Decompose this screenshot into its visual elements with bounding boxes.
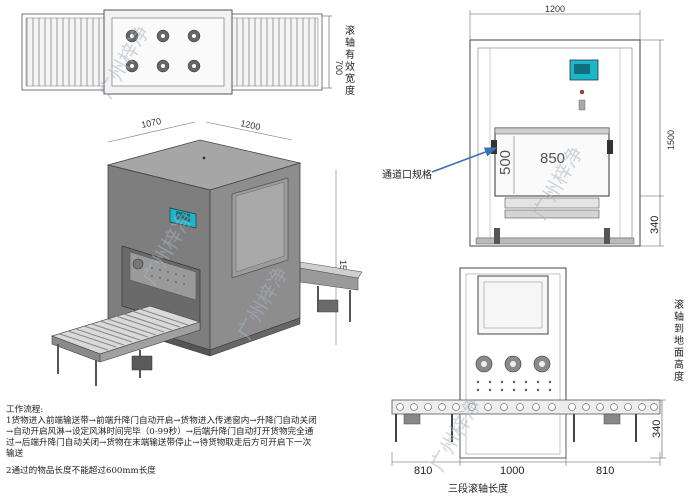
isometric-view: 1070 1200 1500	[50, 116, 363, 386]
notes-line-1: 1货物进入前端输送带→前端升降门自动开启→货物进入传递窗内→升降门自动关闭	[6, 416, 317, 426]
top-view-left-conveyor	[25, 17, 105, 87]
top-view-width-label: 700	[334, 60, 344, 75]
side-roller-height-label: 340	[651, 420, 663, 438]
front-height-label: 1500	[666, 130, 676, 150]
notes-line-5: 2通过的物品长度不能超过600mm长度	[6, 466, 156, 476]
work-process-notes: 工作流程: 1货物进入前端输送带→前端升降门自动开启→货物进入传递窗内→升降门自…	[6, 405, 378, 477]
side-right-length: 810	[596, 465, 614, 477]
side-window	[477, 275, 549, 335]
notes-line-3: 过→后端升降门自动关闭→货物在末端输送带停止→待货物取走后方可开启下一次	[6, 438, 312, 448]
front-width-label: 1200	[545, 4, 565, 14]
notes-line-2: →自动开启风淋→设定风淋时间完毕（0-99秒）→后端升降门自动打开货物完全通	[6, 427, 314, 437]
front-roller-height-label: 340	[649, 216, 661, 234]
front-view: 1200 850 500 1500 340 通道口规格	[382, 4, 676, 247]
iso-depth-label: 1070	[140, 116, 162, 130]
top-view: 700	[21, 9, 344, 95]
roller-effective-width-label: 滚轴有效宽度	[345, 26, 355, 97]
side-roller-line	[391, 399, 661, 415]
side-center-length: 1000	[500, 465, 524, 477]
channel-spec-arrow	[431, 147, 498, 173]
front-channel-width: 850	[540, 150, 565, 167]
iso-width-label: 1200	[240, 118, 262, 132]
channel-spec-label: 通道口规格	[382, 168, 432, 181]
notes-title: 工作流程:	[6, 405, 44, 415]
top-view-right-conveyor	[231, 17, 319, 87]
notes-line-4: 输送	[6, 449, 24, 459]
side-left-length: 810	[414, 465, 432, 477]
three-section-length-label: 三段滚轴长度	[448, 482, 508, 495]
side-view: 340 810 1000 810 三段滚轴长度	[391, 267, 666, 495]
roller-to-ground-label: 滚轴到地面高度	[674, 300, 684, 383]
front-channel-height: 500	[497, 150, 514, 175]
